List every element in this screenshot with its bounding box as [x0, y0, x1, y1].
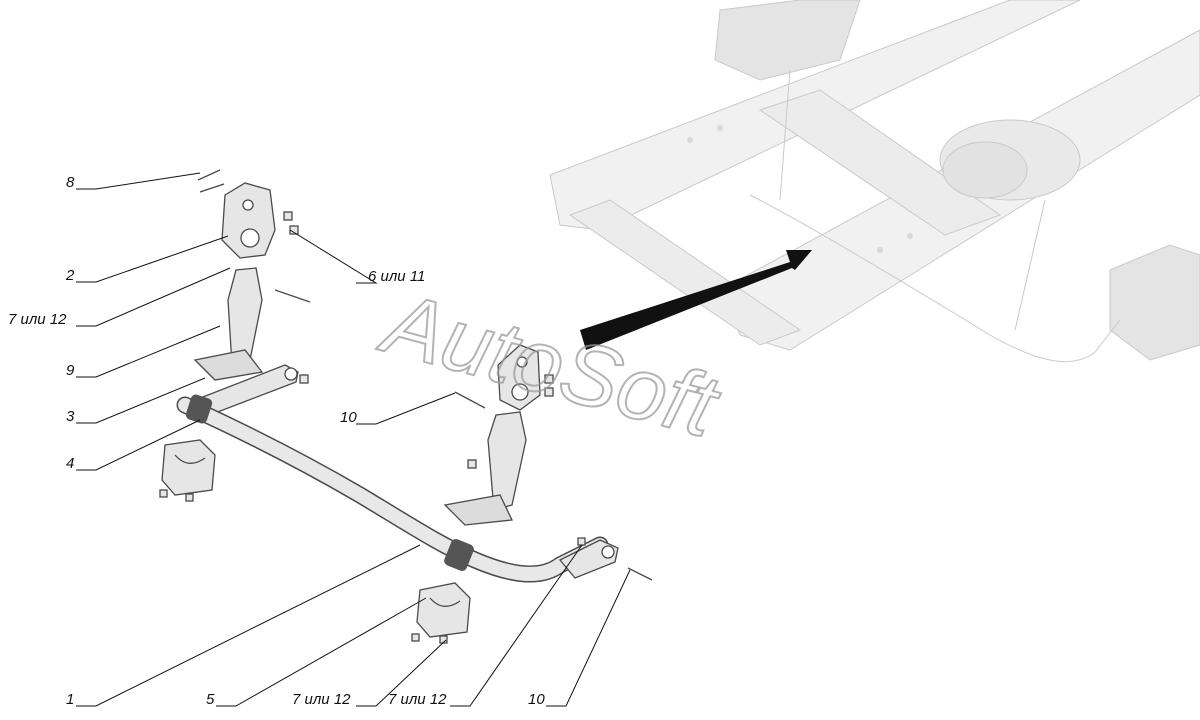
callout-10-right: 10 [528, 691, 545, 708]
lever-end-right [558, 537, 653, 581]
callout-4: 4 [66, 455, 74, 472]
bracket-middle [454, 344, 554, 411]
leader-lines [76, 172, 631, 707]
callout-6-or-11: 6 или 11 [368, 268, 425, 285]
callout-3: 3 [66, 408, 75, 425]
callout-10-middle: 10 [340, 409, 357, 426]
callout-5: 5 [206, 691, 215, 708]
callout-1: 1 [66, 691, 74, 708]
callout-7-or-12-bottom-a: 7 или 12 [292, 691, 351, 708]
clamp-bolts-left [159, 489, 194, 502]
callout-7-or-12-bottom-b: 7 или 12 [388, 691, 447, 708]
pointer-arrow [580, 250, 812, 350]
callout-9: 9 [66, 362, 75, 379]
bar-bushing-right [444, 539, 474, 571]
lever-arm-left-3 [188, 364, 309, 419]
callout-8: 8 [66, 174, 75, 191]
clamp-left [161, 439, 216, 496]
link-left-9 [193, 267, 311, 381]
bolt-group-8 [197, 169, 225, 193]
chassis-frame-illustration [549, 0, 1200, 363]
callout-7-or-12-left: 7 или 12 [8, 311, 67, 328]
clamp-bolts-right-7-12 [411, 633, 448, 644]
bracket-upper-left [221, 182, 276, 259]
clamp-right-5 [416, 582, 471, 638]
callout-labels: 8 2 6 или 11 7 или 12 9 3 4 10 1 5 7 или… [8, 174, 545, 708]
bar-bushing-left-4 [185, 394, 213, 424]
link-middle [443, 411, 527, 526]
callout-2: 2 [65, 267, 75, 284]
